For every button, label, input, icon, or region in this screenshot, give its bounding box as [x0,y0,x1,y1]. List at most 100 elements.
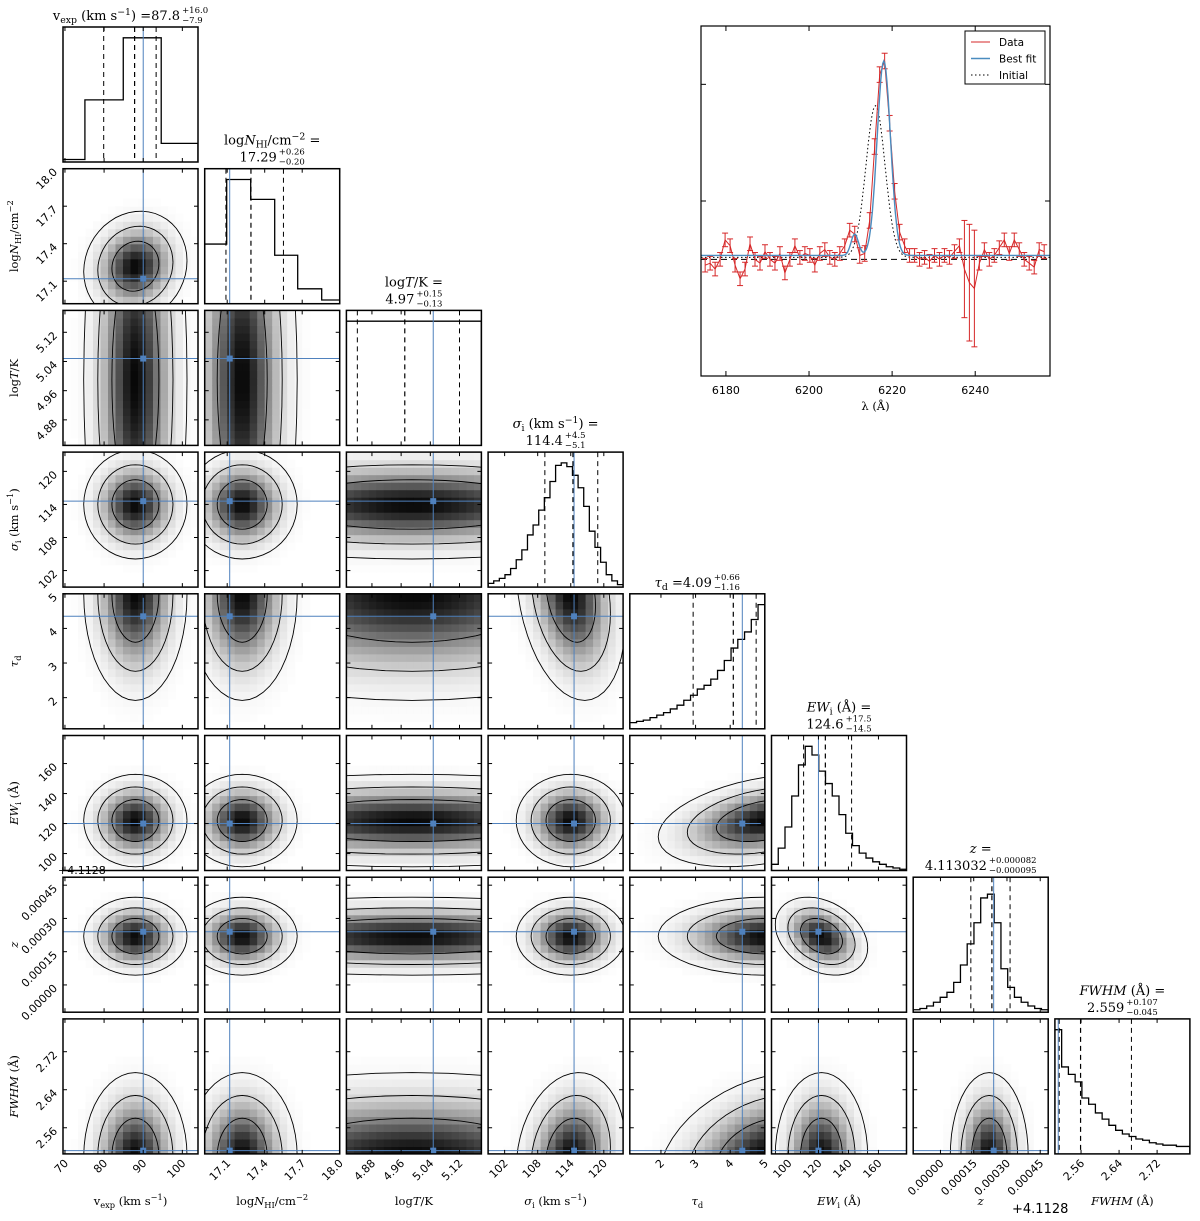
density-cell [168,825,177,834]
density-cell [376,937,385,946]
density-cell [555,937,564,946]
density-cell [242,355,251,364]
density-cell [272,653,281,662]
density-cell [123,937,132,946]
density-cell [85,519,94,528]
density-cell [749,773,758,782]
density-cell [264,527,273,536]
contour-line [83,210,188,304]
density-cell [757,944,765,953]
density-cell [458,549,467,558]
density-cell [272,601,281,610]
density-cell [383,765,392,774]
density-cell [406,848,415,857]
density-cell [466,593,475,602]
density-cell [608,623,617,632]
density-cell [361,474,370,483]
density-cell [145,512,154,521]
density-cell [451,676,460,685]
density-cell [302,407,311,416]
density-cell [115,855,124,864]
density-cell [458,467,467,476]
density-cell [652,929,661,938]
title-value: 17.29 [240,151,277,166]
title-label: logT/K = [385,275,443,290]
density-cell [294,519,303,528]
density-cell [578,646,587,655]
density-cell [257,310,266,319]
density-cell [249,370,258,379]
density-cell [771,944,780,953]
density-cell [257,848,266,857]
density-cell [548,922,557,931]
label-segment: i [830,707,833,718]
density-cell [578,691,587,700]
title-upper-error: +0.66 [714,573,740,583]
density-cell [123,616,132,625]
density-cell [190,810,198,819]
density-cell [93,266,102,275]
density-cell [398,803,407,812]
label-segment: T [405,275,415,290]
density-cell [130,206,139,215]
density-cell [383,474,392,483]
density-cell [458,676,467,685]
density-cell [353,818,362,827]
density-cell [451,914,460,923]
density-cell [383,803,392,812]
density-cell [734,892,743,901]
panel-frame [345,876,483,1013]
density-cell [704,810,713,819]
density-cell [212,840,221,849]
density-cell [734,967,743,976]
density-cell [413,467,422,476]
density-cell [353,534,362,543]
density-cell [503,825,512,834]
density-cell [383,810,392,819]
density-cell [160,332,169,341]
density-cell [436,833,445,842]
density-cell [779,944,788,953]
density-cell [249,489,258,498]
density-cell [272,967,281,976]
density-cell [168,281,177,290]
density-cell [353,788,362,797]
density-cell [361,661,370,670]
histogram-panel-sigma_i [487,451,624,588]
density-cell [727,922,736,931]
density-cell [85,803,94,812]
density-cell [249,840,258,849]
density-cell [145,385,154,394]
density-cell [458,542,467,551]
density-cell [473,519,482,528]
density-cell [443,452,452,461]
density-cell [518,959,527,968]
density-cell [600,863,609,871]
density-cell [674,840,683,849]
density-cell [563,944,572,953]
density-cell [391,765,400,774]
density-cell [533,638,542,647]
density-panel-logT-vs-logN_HI [203,309,341,447]
density-cell [518,788,527,797]
density-cell [204,959,213,968]
density-cell [600,855,609,864]
density-cell [279,355,288,364]
density-cell [264,818,273,827]
density-cell [585,661,594,670]
density-cell [398,922,407,931]
density-cell [272,788,281,797]
density-cell [615,833,624,842]
contour-line [346,799,482,842]
density-cell [608,661,617,670]
density-cell [801,937,810,946]
density-cell [175,213,184,222]
density-cell [563,653,572,662]
density-cell [697,825,706,834]
density-cell [443,638,452,647]
density-cell [242,452,251,461]
density-cell [540,638,549,647]
density-cell [219,593,228,602]
density-cell [249,914,258,923]
density-cell [608,922,617,931]
